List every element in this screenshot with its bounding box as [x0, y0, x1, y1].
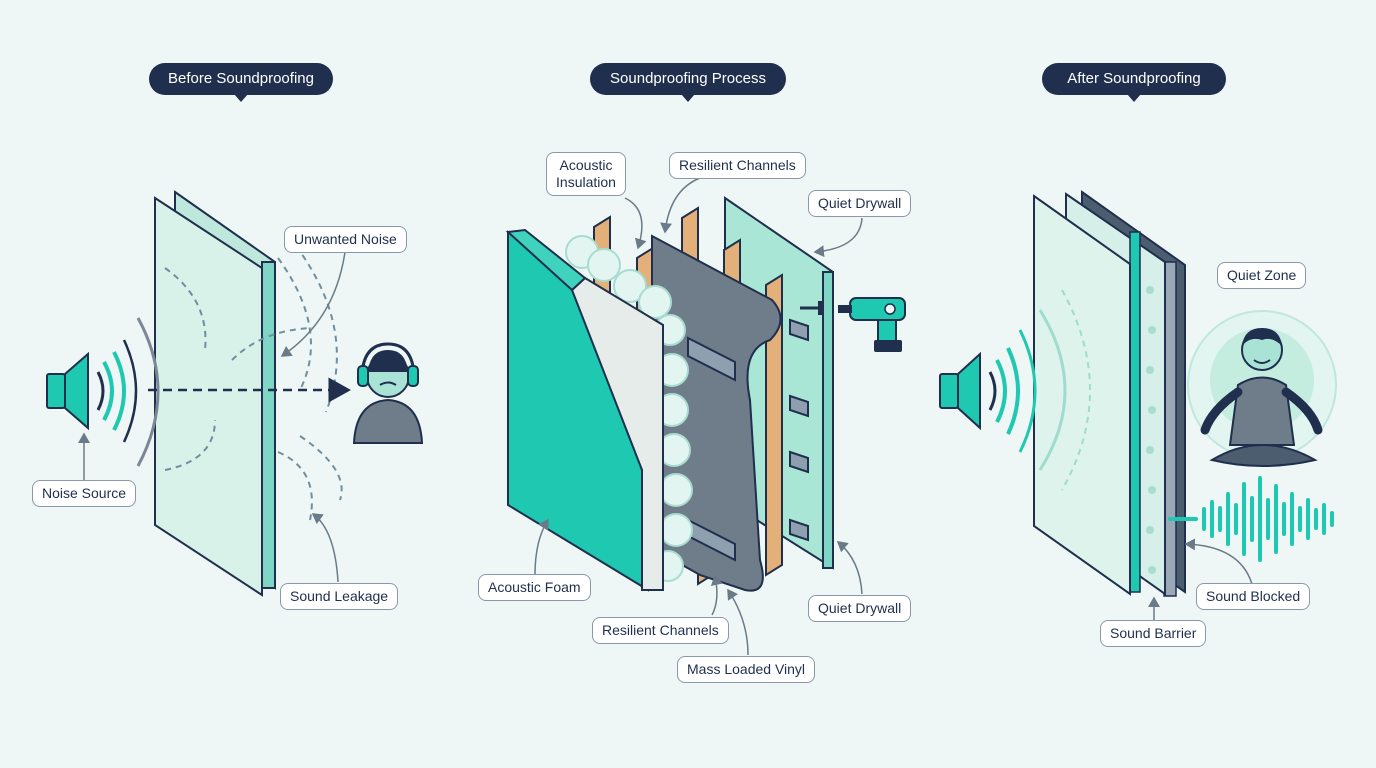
- annoyed-person-icon: [352, 342, 424, 444]
- before-wall: [154, 190, 276, 597]
- label-sound-barrier: Sound Barrier: [1100, 620, 1207, 647]
- after-wall: [1033, 190, 1186, 597]
- label-quiet-drywall-top: Quiet Drywall: [808, 190, 912, 217]
- label-resilient-channels-bottom: Resilient Channels: [592, 617, 729, 644]
- after-dots: [1146, 286, 1156, 574]
- label-quiet-zone: Quiet Zone: [1217, 262, 1307, 289]
- label-acoustic-foam: Acoustic Foam: [478, 574, 591, 601]
- label-unwanted-noise: Unwanted Noise: [284, 226, 407, 253]
- before-title: Before Soundproofing: [149, 63, 333, 102]
- label-sound-leakage: Sound Leakage: [280, 583, 399, 610]
- before-speaker-icon: [46, 317, 160, 467]
- screw-icon: [800, 301, 824, 315]
- label-noise-source: Noise Source: [32, 480, 137, 507]
- after-leader-lines: [1148, 538, 1253, 620]
- blocked-sound-waveform: [1168, 476, 1334, 562]
- label-sound-blocked: Sound Blocked: [1196, 583, 1311, 610]
- power-drill-icon: [838, 297, 906, 352]
- process-leader-lines: [534, 177, 863, 656]
- after-title: After Soundproofing: [1042, 63, 1226, 102]
- label-acoustic-insulation: Acoustic Insulation: [546, 152, 626, 196]
- before-leader-lines: [78, 251, 346, 583]
- label-mass-loaded-vinyl: Mass Loaded Vinyl: [677, 656, 816, 683]
- process-front-panel: [505, 228, 664, 592]
- process-title: Soundproofing Process: [590, 63, 786, 102]
- label-resilient-channels-top: Resilient Channels: [669, 152, 806, 179]
- label-quiet-drywall-bottom: Quiet Drywall: [808, 595, 912, 622]
- after-speaker-icon: [939, 289, 1091, 491]
- meditating-person-icon: [1200, 328, 1323, 467]
